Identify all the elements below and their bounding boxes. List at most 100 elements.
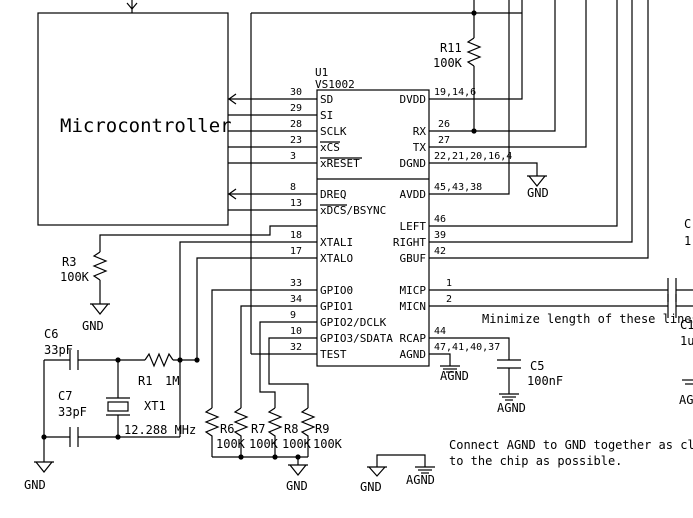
pin-num-avdd: 45,43,38 — [434, 182, 482, 193]
pin-num-xdcs: 13 — [290, 198, 302, 209]
c6-ref: C6 — [44, 327, 58, 341]
pin-name-agnd: AGND — [400, 348, 427, 361]
wire-dvdd — [429, 0, 523, 100]
c7-value: 33pF — [58, 405, 87, 419]
pin-name-xcs: xCS — [320, 141, 340, 154]
c-partial-top-value: 1 — [684, 234, 691, 248]
xt1-ref: XT1 — [144, 399, 166, 413]
wire-right — [429, 0, 633, 243]
junction-xtalo — [194, 357, 200, 363]
microcontroller-top-arrow — [126, 0, 138, 13]
junction-c7-xt1 — [115, 434, 121, 440]
pin-name-dreq: DREQ — [320, 188, 347, 201]
pin-num-right: 39 — [434, 230, 446, 241]
dgnd-ground-symbol — [527, 175, 547, 187]
pin-name-sd: SD — [320, 93, 333, 106]
mic-lines — [429, 278, 693, 318]
r3-gnd-label: GND — [82, 319, 104, 333]
pin-num-xtalo: 17 — [290, 246, 302, 257]
pin-name-dgnd: DGND — [400, 157, 427, 170]
pin-num-tx: 27 — [438, 135, 450, 146]
pin-name-gpio0: GPIO0 — [320, 284, 353, 297]
pin-num-sd: 30 — [290, 87, 302, 98]
pin-name-test: TEST — [320, 348, 347, 361]
crystal-network — [34, 241, 317, 473]
pin-num-dreq: 8 — [290, 182, 296, 193]
xt1-value: 12.288 MHz — [124, 423, 196, 437]
r1-ref: R1 — [138, 374, 152, 388]
microcontroller-label: Microcontroller — [60, 115, 232, 137]
r9-value: 100K — [313, 437, 343, 451]
junction-gpio-gnd-1 — [238, 454, 244, 460]
pin-num-xcs: 23 — [290, 135, 302, 146]
agnd-gnd-bridge — [367, 454, 435, 477]
junction-gpio-gnd-3 — [295, 454, 301, 460]
pin-name-rx: RX — [413, 125, 427, 138]
c-partial-bottom-ref: C1 — [680, 318, 693, 332]
pin-name-xdcs: xDCS/BSYNC — [320, 204, 386, 217]
note-agnd-line2: to the chip as possible. — [449, 454, 622, 468]
pin-name-tx: TX — [413, 141, 427, 154]
pin-num-gpio2: 9 — [290, 310, 296, 321]
wire-avdd — [429, 0, 510, 195]
pin-name-si: SI — [320, 109, 333, 122]
pin-num-dgnd: 22,21,20,16,4 — [434, 151, 512, 162]
junction-xtali — [177, 357, 183, 363]
pin-num-gpio0: 33 — [290, 278, 302, 289]
c5-network — [429, 337, 521, 401]
mcu-bus-wires — [227, 93, 317, 211]
microcontroller-box — [37, 12, 229, 226]
c-partial-top-ref: C — [684, 217, 691, 231]
pin-num-rx: 26 — [438, 119, 450, 130]
note-mic-lines: Minimize length of these lines — [482, 312, 693, 326]
pin-name-gpio2: GPIO2/DCLK — [320, 316, 387, 329]
wire-rx — [429, 0, 556, 132]
r11-value: 100K — [433, 56, 463, 70]
r3-ref: R3 — [62, 255, 76, 269]
wire-dgnd — [429, 162, 538, 176]
dgnd-gnd-label: GND — [527, 186, 549, 200]
pin-num-xreset: 3 — [290, 151, 296, 162]
wire-tx — [429, 0, 587, 148]
c5-agnd-label: AGND — [497, 401, 526, 415]
wire-gbuf — [429, 0, 649, 259]
pin-name-micp: MICP — [400, 284, 427, 297]
r11-network — [466, 0, 482, 131]
r1-value: 1M — [165, 374, 179, 388]
pin-num-micn: 2 — [446, 294, 452, 305]
pin-name-xtali: XTALI — [320, 236, 353, 249]
r11-ref: R11 — [440, 41, 462, 55]
bridge-agnd-label: AGND — [406, 473, 435, 487]
c7-ref: C7 — [58, 389, 72, 403]
r8-ref: R8 — [284, 422, 298, 436]
pin-name-sclk: SCLK — [320, 125, 347, 138]
pin-num-gpio3: 10 — [290, 326, 302, 337]
junction-c6-xt1 — [115, 357, 121, 363]
pin-num-si: 29 — [290, 103, 302, 114]
pin-name-gpio3: GPIO3/SDATA — [320, 332, 393, 345]
pin-num-gbuf: 42 — [434, 246, 446, 257]
pin-name-left: LEFT — [400, 220, 427, 233]
c6-value: 33pF — [44, 343, 73, 357]
junction-gnd-c7 — [41, 434, 47, 440]
c5-value: 100nF — [527, 374, 563, 388]
bridge-gnd-label: GND — [360, 480, 382, 494]
pin-num-agnd: 47,41,40,37 — [434, 342, 500, 353]
gpio-gnd-label: GND — [286, 479, 308, 493]
pin-name-rcap: RCAP — [400, 332, 427, 345]
pin-name-xtalo: XTALO — [320, 252, 353, 265]
pin-num-left: 46 — [434, 214, 446, 225]
r3-network — [90, 225, 317, 315]
agnd-pin-network — [429, 353, 460, 373]
pin-name-right: RIGHT — [393, 236, 426, 249]
gpio-resistors — [204, 289, 317, 476]
junction-r11-top — [471, 10, 477, 16]
agnd-partial-symbol — [682, 379, 693, 385]
pin-num-test: 32 — [290, 342, 302, 353]
pin-num-sclk: 28 — [290, 119, 302, 130]
agnd-partial-label: AG — [679, 393, 693, 407]
agnd-pin-label: AGND — [440, 369, 469, 383]
r7-value: 100K — [249, 437, 279, 451]
pin-num-gpio1: 34 — [290, 294, 302, 305]
